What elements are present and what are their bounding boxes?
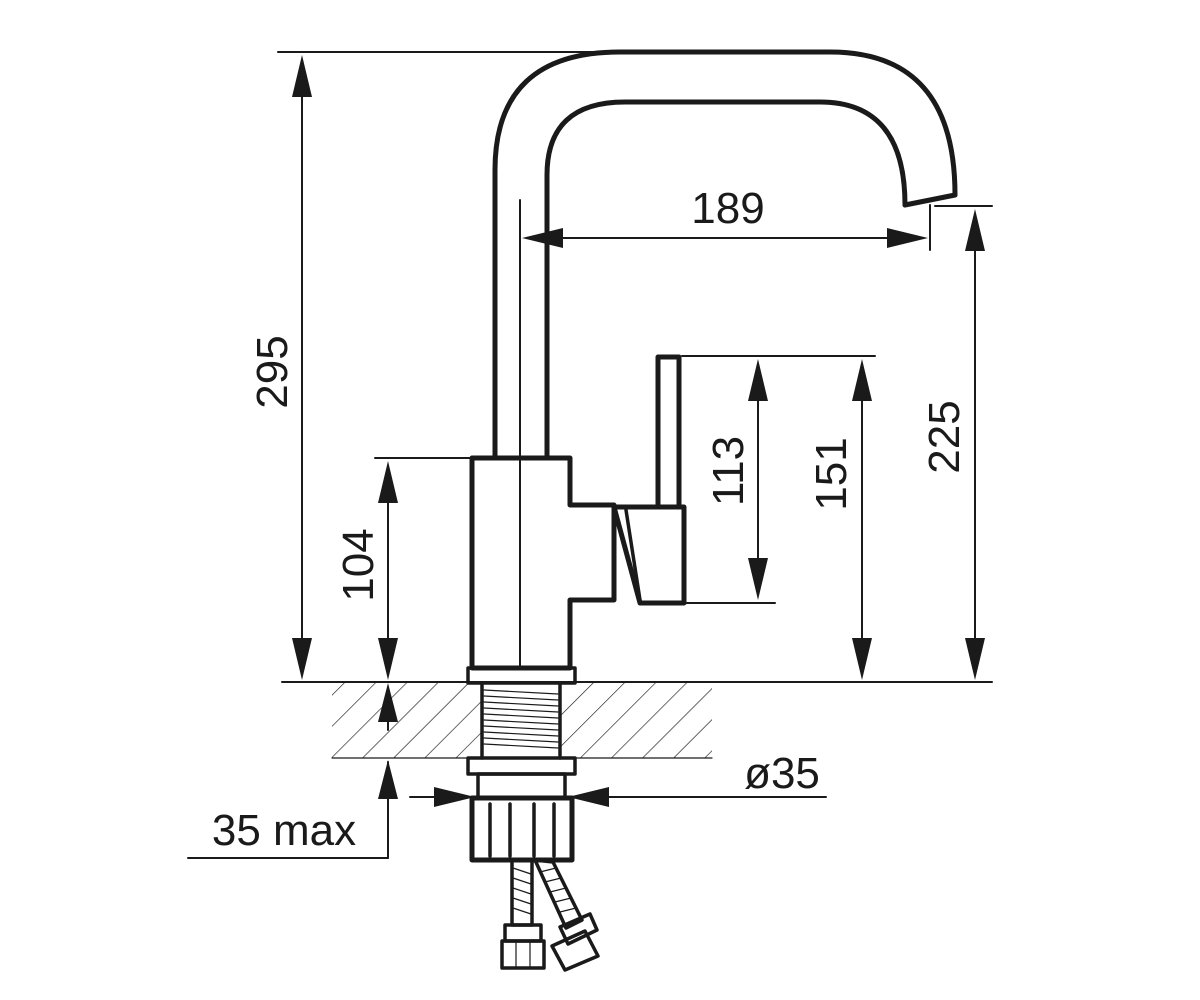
spout	[492, 49, 958, 461]
dimension-spout-reach: 189	[522, 184, 931, 251]
label-113: 113	[704, 436, 753, 506]
dimension-spout-height: 225	[920, 205, 993, 680]
label-225: 225	[920, 400, 969, 473]
label-189: 189	[691, 184, 764, 233]
label-295: 295	[248, 335, 297, 408]
mounting-nut	[466, 756, 577, 863]
label-104: 104	[334, 528, 383, 601]
dimension-total-height: 295	[248, 51, 601, 680]
threaded-shank	[480, 681, 562, 760]
label-151: 151	[807, 437, 856, 510]
dimension-max-thickness: 35 max	[187, 683, 398, 859]
dimension-body-height: 104	[334, 457, 473, 680]
dimension-mount-diameter: ø35	[409, 749, 827, 807]
faucet-body	[466, 455, 617, 685]
label-35-max: 35 max	[212, 806, 356, 855]
dimension-handle-top-height: 151	[807, 359, 872, 680]
label-diameter-35: ø35	[744, 749, 820, 798]
lever-handle	[611, 354, 687, 606]
dimension-handle-height: 113	[681, 355, 876, 604]
supply-hoses	[500, 858, 600, 972]
